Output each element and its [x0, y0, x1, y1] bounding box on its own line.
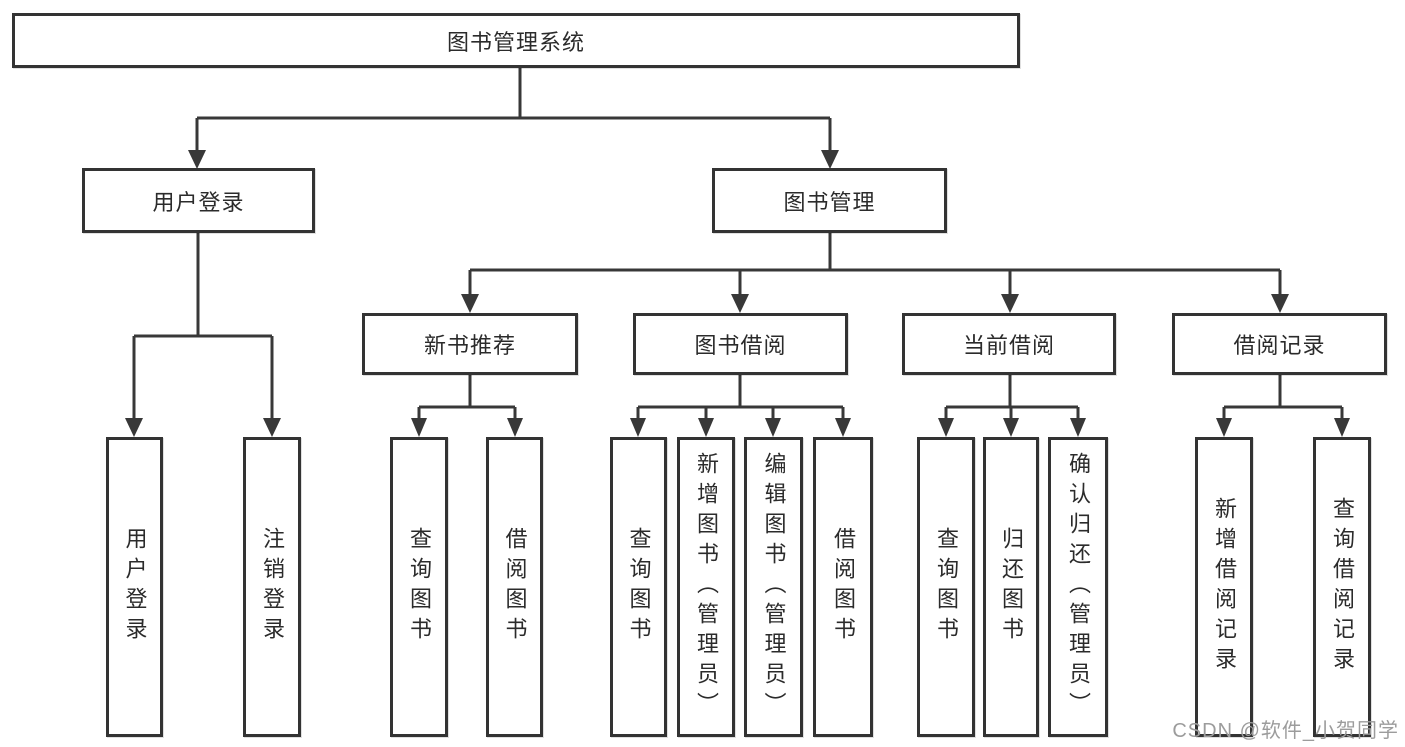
- node-label: 借阅记录: [1233, 333, 1326, 358]
- leaf-label: 确认归还（管理员）: [1066, 452, 1091, 722]
- csdn-watermark: CSDN @软件_小贺同学: [1172, 720, 1399, 742]
- leaf-label: 查询图书: [407, 527, 432, 647]
- node-system-root: 图书管理系统: [12, 13, 1020, 68]
- arrow-heads: [125, 150, 1350, 437]
- leaf-confirm-return-admin: 确认归还（管理员）: [1048, 437, 1108, 737]
- node-label: 当前借阅: [962, 333, 1055, 358]
- leaf-query-book-recommend: 查询图书: [390, 437, 448, 737]
- leaf-label: 编辑图书（管理员）: [761, 452, 787, 722]
- leaf-label: 新增图书（管理员）: [694, 452, 719, 722]
- leaf-return-book: 归还图书: [983, 437, 1039, 737]
- leaf-label: 借阅图书: [502, 527, 528, 647]
- node-new-book-recommend: 新书推荐: [362, 313, 578, 375]
- node-label: 图书管理: [783, 189, 876, 215]
- node-label: 用户登录: [152, 189, 245, 215]
- leaf-user-login: 用户登录: [106, 437, 163, 737]
- leaf-add-borrow-record: 新增借阅记录: [1195, 437, 1253, 737]
- leaf-label: 注销登录: [260, 527, 285, 647]
- leaf-label: 查询图书: [626, 527, 652, 647]
- node-label: 图书管理系统: [446, 29, 585, 55]
- node-label: 图书借阅: [694, 333, 787, 358]
- leaf-borrow-book-recommend: 借阅图书: [486, 437, 543, 737]
- leaf-logout: 注销登录: [243, 437, 301, 737]
- node-book-management: 图书管理: [712, 168, 947, 233]
- leaf-label: 新增借阅记录: [1212, 497, 1237, 677]
- leaf-label: 查询图书: [934, 527, 959, 647]
- node-borrow-records: 借阅记录: [1172, 313, 1387, 375]
- leaf-label: 查询借阅记录: [1330, 497, 1355, 677]
- leaf-label: 借阅图书: [831, 527, 856, 647]
- node-user-login: 用户登录: [82, 168, 315, 233]
- leaf-add-book-admin: 新增图书（管理员）: [677, 437, 735, 737]
- leaf-label: 归还图书: [999, 527, 1024, 647]
- node-label: 新书推荐: [423, 333, 516, 358]
- node-book-borrow: 图书借阅: [633, 313, 848, 375]
- node-current-borrow: 当前借阅: [902, 313, 1116, 375]
- leaf-edit-book-admin: 编辑图书（管理员）: [744, 437, 803, 737]
- leaf-query-book-borrow: 查询图书: [610, 437, 667, 737]
- leaf-query-borrow-record: 查询借阅记录: [1313, 437, 1371, 737]
- leaf-borrow-book: 借阅图书: [813, 437, 873, 737]
- leaf-label: 用户登录: [122, 527, 148, 647]
- leaf-query-book-current: 查询图书: [917, 437, 975, 737]
